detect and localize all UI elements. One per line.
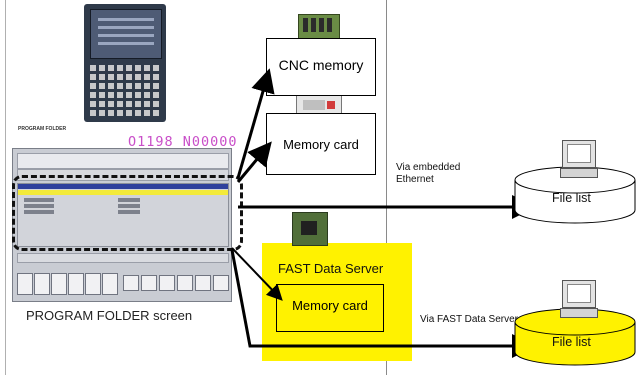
arrow-to-memory-card bbox=[236, 141, 272, 183]
memory-card-label: Memory card bbox=[283, 137, 359, 152]
computer-icon-fast bbox=[560, 280, 598, 318]
program-id: O1198 N00000 bbox=[128, 134, 238, 150]
cnc-memory-label: CNC memory bbox=[278, 57, 364, 73]
arrow-to-fast-file-list bbox=[230, 249, 536, 358]
program-folder-screen bbox=[12, 148, 232, 302]
cnc-control-panel-icon bbox=[84, 4, 166, 122]
program-folder-header: PROGRAM FOLDER bbox=[18, 126, 67, 132]
vertical-divider bbox=[386, 0, 387, 375]
file-list-fast-label: File list bbox=[552, 335, 591, 349]
cnc-memory-board-icon bbox=[298, 14, 340, 40]
arrow-to-cnc-memory bbox=[236, 68, 275, 179]
embedded-ethernet-label: Via embedded Ethernet bbox=[396, 162, 461, 185]
fast-data-server-label: FAST Data Server bbox=[278, 261, 384, 276]
file-list-ethernet-label: File list bbox=[552, 191, 591, 205]
database-cylinder-icon-fast bbox=[514, 308, 636, 366]
file-list-selection-outline bbox=[12, 175, 243, 251]
cnc-memory-box: CNC memory bbox=[266, 38, 376, 96]
database-cylinder-icon-ethernet bbox=[514, 166, 636, 224]
arrow-to-fast-memory-card bbox=[231, 247, 283, 301]
computer-icon-ethernet bbox=[560, 140, 598, 178]
program-folder-caption: PROGRAM FOLDER screen bbox=[26, 308, 193, 323]
memory-card-box: Memory card bbox=[266, 113, 376, 175]
fast-memory-card-box: Memory card bbox=[276, 284, 384, 332]
fast-data-server-board-icon bbox=[292, 212, 328, 246]
fast-data-server-connection-label: Via FAST Data Server bbox=[420, 314, 519, 325]
fast-memory-card-label: Memory card bbox=[292, 298, 368, 313]
left-border bbox=[5, 0, 6, 375]
